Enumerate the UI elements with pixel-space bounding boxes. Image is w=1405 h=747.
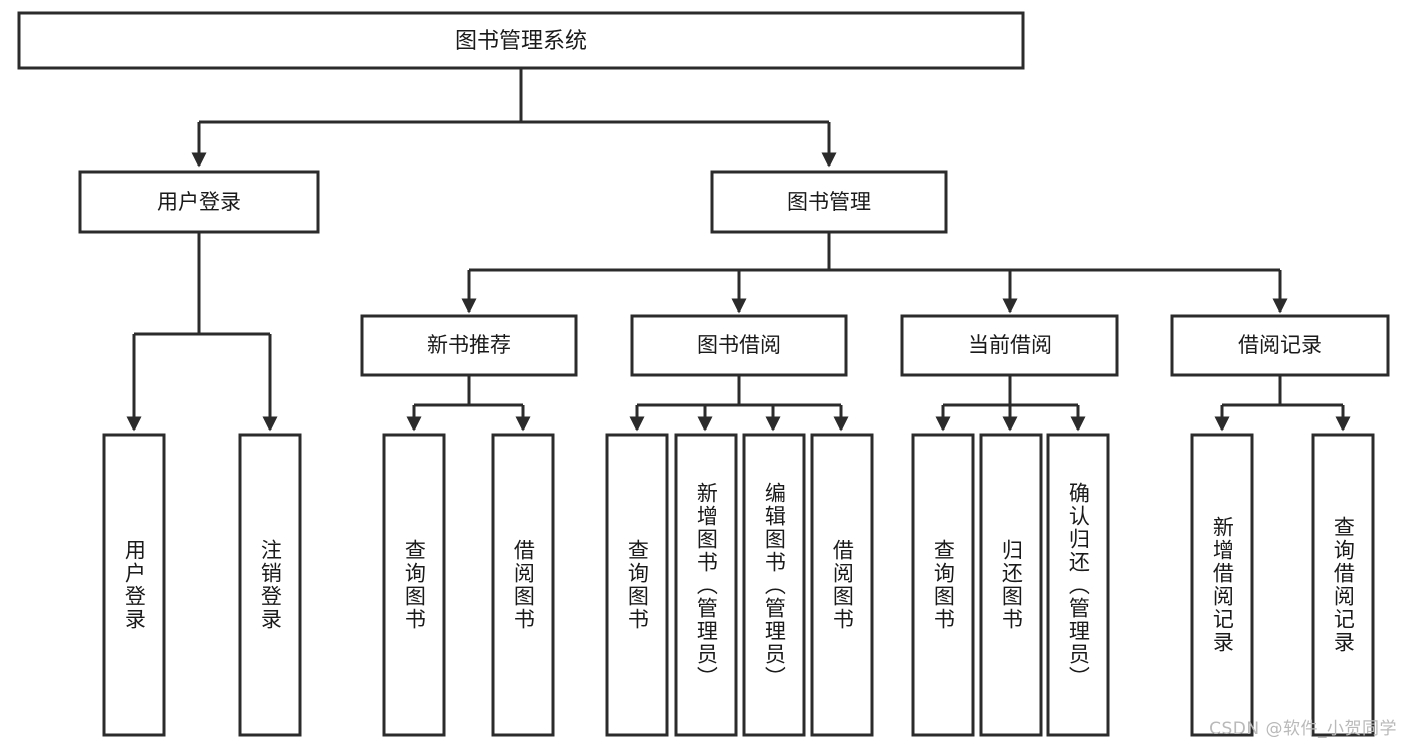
node-box-root[interactable]: [17, 11, 1025, 70]
node-box-leaf-current-borrow-2[interactable]: [979, 433, 1043, 737]
node-box-current-borrow[interactable]: [900, 314, 1119, 377]
node-box-leaf-borrow-book-4[interactable]: [810, 433, 874, 737]
node-box-leaf-borrow-book-3[interactable]: [742, 433, 806, 737]
csdn-watermark: CSDN @软件_小贺同学: [1209, 719, 1397, 739]
node-label-current-borrow: 当前借阅: [968, 333, 1052, 357]
node-box-borrow-book[interactable]: [630, 314, 848, 377]
node-box-user-login[interactable]: [78, 170, 320, 234]
node-layer: 图书管理系统 用户登录 图书管理 新书推荐 图书借阅 当前借阅 借阅记录: [17, 11, 1390, 737]
node-box-leaf-new-book-1[interactable]: [382, 433, 446, 737]
node-box-leaf-user-login-1[interactable]: [102, 433, 166, 737]
node-box-leaf-borrow-record-2[interactable]: [1311, 433, 1375, 737]
node-box-leaf-borrow-book-2[interactable]: [674, 433, 738, 737]
node-box-leaf-current-borrow-1[interactable]: [911, 433, 975, 737]
node-box-book-management[interactable]: [710, 170, 948, 234]
node-box-leaf-borrow-book-1[interactable]: [605, 433, 669, 737]
node-box-borrow-record[interactable]: [1170, 314, 1390, 377]
node-label-root: 图书管理系统: [455, 29, 587, 54]
connector-layer: [126, 68, 1351, 432]
node-box-new-book[interactable]: [360, 314, 578, 377]
node-label-book-management: 图书管理: [787, 190, 871, 214]
node-label-user-login: 用户登录: [157, 190, 241, 214]
node-box-leaf-new-book-2[interactable]: [491, 433, 555, 737]
node-box-leaf-borrow-record-1[interactable]: [1190, 433, 1254, 737]
node-label-borrow-book: 图书借阅: [697, 333, 781, 357]
node-label-borrow-record: 借阅记录: [1238, 333, 1322, 357]
node-box-leaf-current-borrow-3[interactable]: [1046, 433, 1110, 737]
node-label-new-book: 新书推荐: [427, 333, 511, 357]
node-box-leaf-user-login-2[interactable]: [238, 433, 302, 737]
